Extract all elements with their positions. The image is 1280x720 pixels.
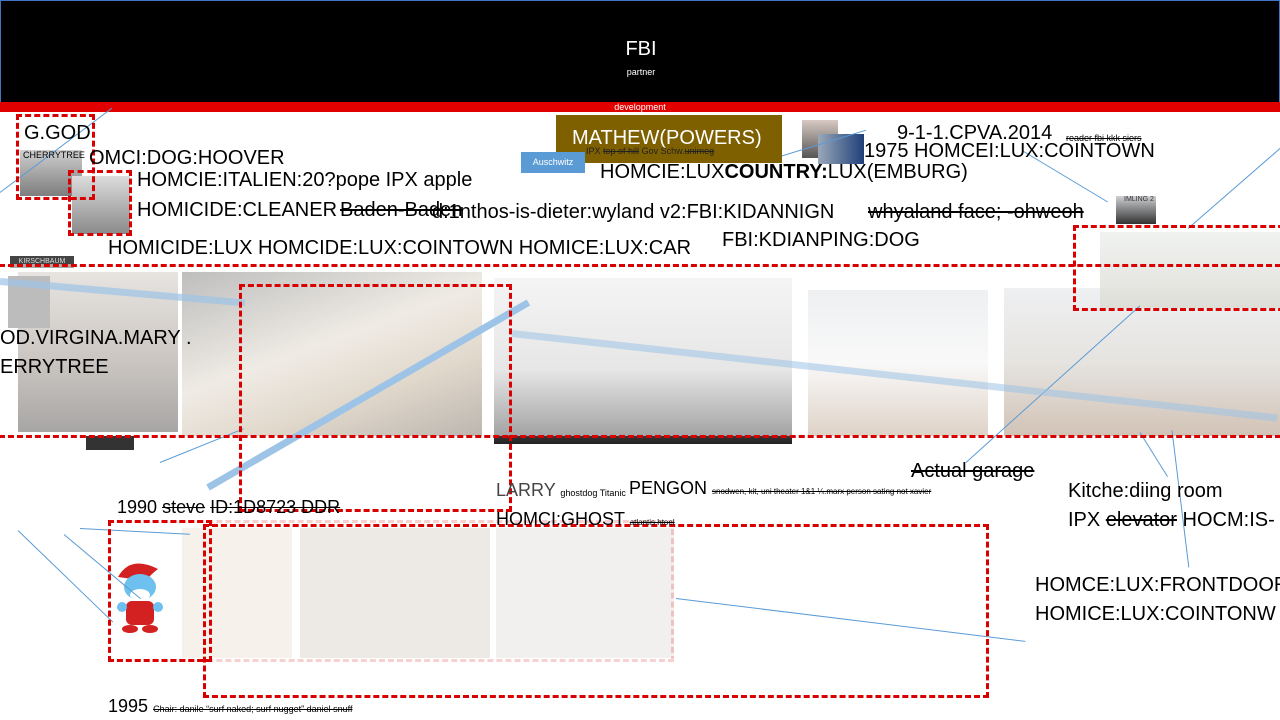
cherrytree-label: ERRYTREE — [0, 356, 109, 378]
ipx-row: IPX elevator HOCM:IS- — [1068, 509, 1275, 532]
cpva-small-label: reader fbi kkk siers — [1066, 133, 1142, 143]
homicide-lux-row: HOMICIDE:LUX HOMCIDE:LUX:COINTOWN HOMICE… — [108, 237, 692, 259]
pengon-name: PENGON — [629, 478, 708, 498]
photo-garden-house — [1100, 232, 1280, 308]
omci-dog-label: OMCI:DOG:HOOVER — [89, 147, 285, 169]
photo-speaker-thumb — [1116, 196, 1156, 224]
homcie-italien-label: HOMCIE:ITALIEN:20?pope IPX apple — [137, 169, 473, 191]
homci-ghost-small: atlantis htoel — [629, 518, 675, 527]
larry-small: ghostdog Titanic — [560, 488, 626, 498]
year-1995: 1995 — [108, 696, 149, 716]
matthew-sub-ipx: IPX — [586, 146, 601, 156]
dashed-box-cleaner — [68, 170, 132, 236]
dashed-box-cowboy — [239, 284, 512, 512]
dashed-box-ggod — [16, 114, 95, 200]
larry-name: LARRY — [496, 480, 556, 500]
dashed-box-bottom-faint — [108, 520, 674, 662]
cherrytree-small-label: CHERRYTREE — [23, 150, 85, 160]
whyaland-label: whyaland face; -ohweoh — [868, 201, 1084, 223]
homcie-country-label: HOMCIE:LUXCOUNTRY:LUX(EMBURG) — [600, 161, 968, 184]
homcie-country-a: HOMCIE:LUX — [600, 161, 725, 183]
pengon-label: PENGON snodwen, kit, uni theater 1&1 ¼.m… — [629, 478, 931, 499]
connector-line — [1139, 432, 1168, 477]
elevator-label: elevator — [1105, 509, 1177, 531]
title-banner: FBI partner — [0, 0, 1280, 103]
matthew-sub-unimeg: unimeg — [684, 146, 715, 156]
dashed-box-garden — [1073, 225, 1280, 311]
matthew-label: MATHEW(POWERS) — [572, 127, 762, 149]
homci-ghost-label: HOMCI:GHOST atlantis htoel — [496, 509, 675, 530]
photo-cleaner-portrait — [72, 176, 130, 234]
homcie-country-c: LUX(EMBURG) — [827, 161, 968, 183]
ggod-label: G.GOD — [24, 122, 91, 144]
auschwitz-box: Auschwitz — [521, 152, 585, 173]
cpva-label: 9-1-1.CPVA.2014 — [897, 122, 1053, 144]
dashed-box-bottom — [203, 524, 989, 698]
id-ddr-label: ID:1D8723 DDR — [210, 497, 341, 517]
ipx-label: IPX — [1068, 509, 1101, 531]
kitche-label: Kitche:diing room — [1068, 480, 1223, 502]
development-band: development — [0, 102, 1280, 112]
dashed-box-photo-band — [0, 264, 1280, 438]
matthew-sublabel: IPX top of hill Gov Schw.unimeg — [586, 146, 714, 156]
dieter-label: d:1nthos-is-dieter:wyland v2:FBI:KIDANNI… — [432, 201, 835, 223]
virgina-label: OD.VIRGINA.MARY . — [0, 327, 192, 349]
connector-line — [17, 530, 114, 623]
homcei-1975-label: 1975 HOMCEI:LUX:COINTOWN — [864, 140, 1155, 162]
homcie-country-b: COUNTRY: — [724, 161, 828, 183]
homicide-cleaner-label: HOMICIDE:CLEANER — [137, 199, 338, 221]
photo-man-thumb-b — [818, 134, 864, 164]
homci-ghost-name: HOMCI:GHOST — [496, 509, 625, 529]
actual-garage-label: Actual garage — [911, 460, 1035, 482]
hocm-label: HOCM:IS- — [1182, 509, 1275, 531]
matthew-sub-hill: top of hill — [603, 146, 640, 156]
slide-subtitle: partner — [626, 67, 656, 77]
photo-dark-thumb — [86, 436, 134, 450]
frontdoor-label: HOMCE:LUX:FRONTDOOR — [1035, 574, 1280, 596]
year-1990-label: 1990 steve ID:1D8723 DDR — [117, 497, 340, 518]
imlino-caption: IMLING 2 — [1124, 196, 1154, 203]
fbi-dog-label: FBI:KDIANPING:DOG — [722, 229, 920, 251]
connector-line — [1187, 146, 1280, 229]
slide-title: FBI — [625, 38, 657, 60]
smurf-cartoon — [117, 563, 163, 633]
photo-ggod-portrait — [20, 150, 82, 196]
baden-label: Baden-Baden — [340, 199, 463, 221]
larry-label: LARRY ghostdog Titanic — [496, 480, 626, 501]
photo-bottom-overlay — [108, 520, 988, 700]
year-1995-label: 1995 Chair: danile “surf naked; surf nug… — [108, 696, 353, 717]
chair-label: Chair: danile “surf naked; surf nugget” … — [153, 704, 353, 714]
steve-label: steve — [162, 497, 206, 517]
year-1990: 1990 — [117, 497, 158, 517]
cointonw-label: HOMICE:LUX:COINTONW — [1035, 603, 1276, 625]
pengon-small: snodwen, kit, uni theater 1&1 ¼.marx per… — [712, 487, 932, 496]
matthew-powers-box: MATHEW(POWERS) IPX top of hill Gov Schw.… — [556, 115, 782, 163]
dashed-box-smurf — [108, 520, 212, 662]
matthew-sub-gov: Gov Schw. — [641, 146, 685, 156]
